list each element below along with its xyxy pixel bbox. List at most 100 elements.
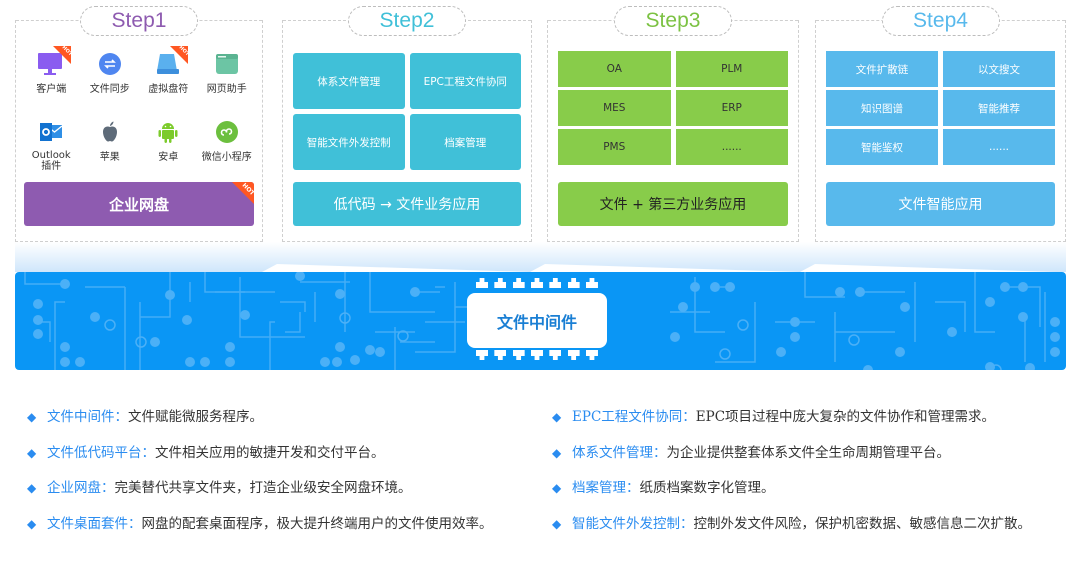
lowcode-app-button[interactable]: 低代码 → 文件业务应用 — [293, 182, 521, 226]
virtual-drive-icon: HOT — [154, 46, 189, 78]
hot-badge: HOT — [232, 182, 254, 204]
description-term: 文件中间件： — [47, 409, 128, 425]
diamond-bullet-icon: ◆ — [552, 445, 562, 460]
description-term: 档案管理： — [572, 480, 640, 496]
android-icon — [154, 118, 182, 146]
client-label: 文件同步 — [89, 84, 130, 95]
apple-icon — [96, 118, 124, 146]
ai-diffusion-chain[interactable]: 文件扩散链 — [826, 51, 938, 87]
client-item-virtual-drive[interactable]: HOT 虚拟盘符 — [139, 46, 198, 110]
description-item: ◆文件中间件：文件赋能微服务程序。 — [27, 400, 507, 436]
ai-auth[interactable]: 智能鉴权 — [826, 129, 938, 165]
wechat-miniprogram-icon — [213, 118, 241, 146]
description-text: 为企业提供整套体系文件全生命周期管理平台。 — [666, 444, 951, 461]
step4-ai-grid: 文件扩散链 以文搜文 知识图谱 智能推荐 智能鉴权 ...... — [826, 51, 1055, 165]
description-term: 文件桌面套件： — [47, 515, 142, 532]
module-archive[interactable]: 档案管理 — [409, 114, 521, 170]
enterprise-netdisk-label: 企业网盘 — [108, 195, 169, 214]
hot-badge: HOT — [170, 46, 189, 64]
client-label: 微信小程序 — [201, 152, 252, 163]
description-item: ◆ 体系文件管理：为企业提供整套体系文件全生命周期管理平台。 — [552, 436, 1072, 472]
step4-panel: Step4 文件扩散链 以文搜文 知识图谱 智能推荐 智能鉴权 ...... 文… — [815, 6, 1066, 242]
funnel-shading — [15, 242, 1066, 272]
step2-module-grid: 体系文件管理 EPC工程文件协同 智能文件外发控制 档案管理 — [293, 53, 521, 170]
step2-panel: Step2 体系文件管理 EPC工程文件协同 智能文件外发控制 档案管理 低代码… — [282, 6, 532, 242]
description-list-left: ◆文件中间件：文件赋能微服务程序。 ◆文件低代码平台：文件相关应用的敏捷开发和交… — [27, 400, 507, 542]
step3-system-grid: OA PLM MES ERP PMS ...... — [558, 51, 788, 165]
description-list-right: ◆ EPC工程文件协同：EPC项目过程中庞大复杂的文件协作和管理需求。 ◆ 体系文件… — [552, 400, 1072, 542]
description-text: 控制外发文件风险，保护机密数据、敏感信息二次扩散。 — [693, 515, 1032, 532]
client-item-wechat-miniprogram[interactable]: 微信小程序 — [198, 118, 257, 178]
client-item-outlook[interactable]: Outlook 插件 — [22, 118, 81, 178]
description-text: 纸质档案数字化管理。 — [639, 480, 775, 496]
diamond-bullet-icon: ◆ — [27, 516, 37, 531]
system-plm[interactable]: PLM — [675, 51, 788, 87]
system-more[interactable]: ...... — [675, 129, 788, 165]
circuit-pattern — [24, 272, 1060, 370]
chip-pins-bottom — [476, 350, 598, 360]
description-term: 体系文件管理： — [572, 444, 667, 461]
system-oa[interactable]: OA — [558, 51, 671, 87]
description-item: ◆ 文件低代码平台：文件相关应用的敏捷开发和交付平台。 — [27, 436, 507, 472]
description-text: EPC项目过程中庞大复杂的文件协作和管理需求。 — [695, 409, 996, 425]
monitor-icon: HOT — [37, 46, 72, 78]
funnel-shape — [15, 242, 1066, 272]
client-label: Outlook 插件 — [31, 150, 71, 172]
system-erp[interactable]: ERP — [675, 90, 788, 126]
middleware-label: 文件中间件 — [496, 312, 577, 332]
outlook-icon — [37, 118, 65, 146]
intelligent-app-button[interactable]: 文件智能应用 — [826, 182, 1055, 226]
diamond-bullet-icon: ◆ — [27, 445, 37, 460]
client-label: 网页助手 — [206, 84, 247, 95]
description-item: ◆ 企业网盘：完美替代共享文件夹，打造企业级安全网盘环境。 — [27, 471, 507, 507]
description-term: EPC工程文件协同： — [572, 409, 696, 425]
diamond-bullet-icon: ◆ — [27, 481, 37, 495]
description-term: 企业网盘： — [47, 480, 115, 496]
client-item-apple[interactable]: 苹果 — [81, 118, 140, 178]
step1-title: Step1 — [80, 6, 198, 36]
enterprise-netdisk-button[interactable]: 企业网盘 HOT — [24, 182, 254, 226]
chip-pins-top — [476, 278, 598, 288]
client-item-web-helper[interactable]: 网页助手 — [198, 50, 257, 110]
client-item-desktop[interactable]: HOT 客户端 — [22, 46, 81, 110]
ai-recommend[interactable]: 智能推荐 — [943, 90, 1055, 126]
description-text: 网盘的配套桌面程序，极大提升终端用户的文件使用效率。 — [141, 515, 493, 532]
middleware-chip[interactable]: 文件中间件 — [467, 293, 607, 348]
step1-client-grid: HOT 客户端 文件同步 HOT 虚拟盘符 网页助手 — [22, 46, 257, 178]
ai-search-by-doc[interactable]: 以文搜文 — [943, 51, 1055, 87]
description-item: ◆ 智能文件外发控制：控制外发文件风险，保护机密数据、敏感信息二次扩散。 — [552, 507, 1072, 543]
sync-icon — [96, 50, 124, 78]
step4-title: Step4 — [881, 6, 1000, 36]
system-pms[interactable]: PMS — [558, 129, 671, 165]
description-text: 文件赋能微服务程序。 — [128, 409, 263, 425]
client-item-android[interactable]: 安卓 — [139, 118, 198, 178]
ai-knowledge-graph[interactable]: 知识图谱 — [826, 90, 938, 126]
step1-panel: Step1 HOT 客户端 文件同步 HOT 虚拟盘符 网页 — [15, 6, 263, 242]
hot-badge: HOT — [53, 46, 72, 64]
diamond-bullet-icon: ◆ — [552, 516, 562, 531]
description-text: 完美替代共享文件夹，打造企业级安全网盘环境。 — [114, 480, 412, 496]
description-item: ◆ 文件桌面套件：网盘的配套桌面程序，极大提升终端用户的文件使用效率。 — [27, 507, 507, 543]
module-outbound-control[interactable]: 智能文件外发控制 — [293, 114, 405, 170]
browser-window-icon — [213, 50, 241, 78]
module-system-docs[interactable]: 体系文件管理 — [293, 53, 405, 109]
module-epc-collab[interactable]: EPC工程文件协同 — [409, 53, 521, 109]
diamond-bullet-icon: ◆ — [552, 481, 562, 495]
description-item: ◆ EPC工程文件协同：EPC项目过程中庞大复杂的文件协作和管理需求。 — [552, 400, 1072, 436]
third-party-app-button[interactable]: 文件 + 第三方业务应用 — [558, 182, 788, 226]
ai-more[interactable]: ...... — [943, 129, 1055, 165]
description-text: 文件相关应用的敏捷开发和交付平台。 — [155, 444, 385, 461]
client-label: 虚拟盘符 — [148, 84, 189, 95]
client-label: 安卓 — [158, 152, 179, 163]
diamond-bullet-icon: ◆ — [552, 410, 562, 424]
description-item: ◆ 档案管理：纸质档案数字化管理。 — [552, 471, 1072, 507]
system-mes[interactable]: MES — [558, 90, 671, 126]
client-label: 苹果 — [99, 152, 120, 163]
step3-panel: Step3 OA PLM MES ERP PMS ...... 文件 + 第三方… — [547, 6, 799, 242]
step3-title: Step3 — [614, 6, 732, 36]
description-term: 文件低代码平台： — [47, 444, 155, 461]
step2-title: Step2 — [348, 6, 466, 36]
description-term: 智能文件外发控制： — [572, 515, 694, 532]
client-label: 客户端 — [36, 84, 67, 95]
client-item-sync[interactable]: 文件同步 — [81, 50, 140, 110]
